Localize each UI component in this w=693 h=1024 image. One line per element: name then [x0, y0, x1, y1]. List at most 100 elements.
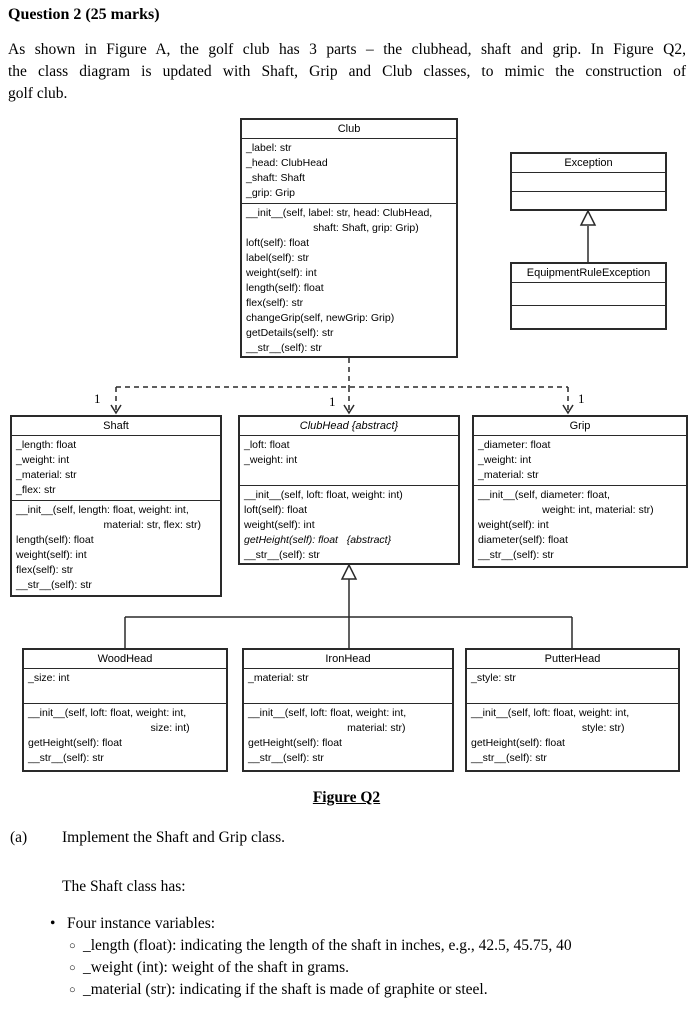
attribute-line: _material: str: [16, 469, 77, 481]
attributes-compartment: _length: float _weight: int _material: str…: [12, 436, 220, 501]
class-title: Shaft: [12, 417, 220, 436]
method-line: flex(self): str: [246, 297, 304, 309]
method-line: weight(self): int: [478, 519, 549, 531]
method-line: weight(self): int: [244, 519, 315, 531]
methods-compartment: [512, 192, 665, 210]
figure-caption-text: Figure Q2: [312, 789, 381, 806]
method-line: __str__(self): str: [244, 549, 320, 561]
attribute-line: _length: float: [16, 439, 77, 451]
methods-compartment: [512, 306, 665, 328]
sub-bullet-item: ○ _weight (int): weight of the shaft in g…: [69, 959, 349, 977]
attributes-compartment: [512, 283, 665, 306]
method-line: loft(self): float: [244, 504, 308, 516]
part-a-label: (a): [10, 829, 28, 846]
methods-compartment: __init__(self, label: str, head: ClubHea…: [242, 204, 456, 356]
sub-bullet-text: _weight (int): weight of the shaft in gr…: [83, 959, 350, 976]
methods-compartment: __init__(self, loft: float, weight: int,…: [244, 704, 452, 770]
attribute-line: _weight: int: [244, 454, 298, 466]
method-line: __str__(self): str: [248, 752, 324, 764]
attribute-line: _grip: Grip: [246, 187, 296, 199]
class-box-putterhead: PutterHead_style: str __init__(self, lof…: [465, 648, 680, 772]
method-line: __str__(self): str: [246, 342, 322, 354]
attribute-line: _weight: int: [16, 454, 70, 466]
multiplicity-label: 1: [329, 394, 336, 409]
attribute-line: _size: int: [28, 672, 70, 684]
method-line: getHeight(self): float {abstract}: [244, 534, 392, 546]
attributes-compartment: _loft: float _weight: int: [240, 436, 458, 486]
circle-bullet-icon: ○: [69, 962, 76, 974]
club-parts-dependency-lines: [115, 358, 569, 411]
class-box-grip: Grip_diameter: float_weight: int_materia…: [472, 415, 688, 568]
paragraph-line: As shown in Figure A, the golf club has …: [8, 41, 686, 58]
method-line: diameter(self): float: [478, 534, 568, 546]
attribute-line: _loft: float: [244, 439, 290, 451]
inheritance-triangle-icon: [579, 209, 597, 226]
attribute-line: _label: str: [246, 142, 292, 154]
class-box-shaft: Shaft _length: float _weight: int _material…: [10, 415, 222, 597]
method-line: material: str): [248, 722, 406, 734]
attribute-line: _material: str: [248, 672, 309, 684]
attribute-line: [28, 686, 222, 701]
class-box-ironhead: IronHead _material: str __init__(self, lo…: [242, 648, 454, 772]
intro-paragraph: As shown in Figure A, the golf club has …: [8, 39, 686, 105]
method-line: loft(self): float: [246, 237, 310, 249]
method-line: __init__(self, loft: float, weight: int,: [28, 707, 187, 719]
part-a-text: Implement the Shaft and Grip class.: [62, 829, 285, 846]
attribute-line: [244, 468, 454, 483]
method-line: getHeight(self): float: [248, 737, 342, 749]
arrowhead-icon: [110, 404, 122, 415]
attribute-line: _material: str: [478, 469, 539, 481]
method-line: weight(self): int: [246, 267, 317, 279]
method-line: __str__(self): str: [16, 579, 92, 591]
class-box-equipment-rule-exception: EquipmentRuleException: [510, 262, 667, 330]
attributes-compartment: _material: str: [244, 669, 452, 704]
method-line: getDetails(self): str: [246, 327, 334, 339]
paragraph-line: the class diagram is updated with Shaft,…: [8, 63, 686, 80]
methods-compartment: __init__(self, loft: float, weight: int)…: [240, 486, 458, 563]
method-line: material: str, flex: str): [16, 519, 201, 531]
sub-bullet-text: _length (float): indicating the length o…: [83, 937, 572, 954]
class-title: Club: [242, 120, 456, 139]
method-line: __init__(self, loft: float, weight: int,: [248, 707, 407, 719]
method-line: length(self): float: [16, 534, 94, 546]
dependency-arrowheads: [110, 404, 574, 415]
sub-bullet-text: _material (str): indicating if the shaft…: [83, 981, 488, 998]
paragraph-line: golf club.: [8, 85, 68, 102]
method-line: getHeight(self): float: [471, 737, 565, 749]
arrowhead-icon: [562, 404, 574, 415]
class-title: ClubHead {abstract}: [240, 417, 458, 436]
shaft-intro-text: The Shaft class has:: [62, 878, 186, 895]
attributes-compartment: _diameter: float_weight: int_material: s…: [474, 436, 686, 486]
class-box-woodhead: WoodHead _size: int __init__(self, loft: …: [22, 648, 228, 772]
method-line: changeGrip(self, newGrip: Grip): [246, 312, 395, 324]
attribute-line: _flex: str: [16, 484, 56, 496]
attribute-line: _diameter: float: [478, 439, 551, 451]
method-line: __init__(self, diameter: float,: [478, 489, 610, 501]
attribute-line: _style: str: [471, 672, 516, 684]
class-box-exception: Exception: [510, 152, 667, 211]
bullet-item: •Four instance variables:: [50, 915, 215, 933]
circle-bullet-icon: ○: [69, 940, 76, 952]
methods-compartment: __init__(self, diameter: float, weight: …: [474, 486, 686, 566]
method-line: getHeight(self): float: [28, 737, 122, 749]
method-line: __init__(self, loft: float, weight: int): [244, 489, 403, 501]
method-line: __init__(self, loft: float, weight: int,: [471, 707, 630, 719]
method-line: flex(self): str: [16, 564, 74, 576]
class-title: WoodHead: [24, 650, 226, 669]
multiplicity-label: 1: [94, 391, 101, 406]
attribute-line: [471, 686, 674, 701]
methods-compartment: __init__(self, loft: float, weight: int,…: [467, 704, 678, 770]
method-line: length(self): float: [246, 282, 324, 294]
circle-bullet-icon: ○: [69, 984, 76, 996]
method-line: size: int): [28, 722, 190, 734]
methods-compartment: __init__(self, loft: float, weight: int,…: [24, 704, 226, 770]
attributes-compartment: _style: str: [467, 669, 678, 704]
class-title: IronHead: [244, 650, 452, 669]
attributes-compartment: [512, 173, 665, 192]
connector-lines: [110, 209, 597, 648]
sub-bullet-item: ○ _material (str): indicating if the shaf…: [69, 981, 488, 999]
attributes-compartment: _label: str_head: ClubHead_shaft: Shaft_…: [242, 139, 456, 204]
class-box-clubhead: ClubHead {abstract} _loft: float _weight: …: [238, 415, 460, 565]
attribute-line: [248, 686, 448, 701]
